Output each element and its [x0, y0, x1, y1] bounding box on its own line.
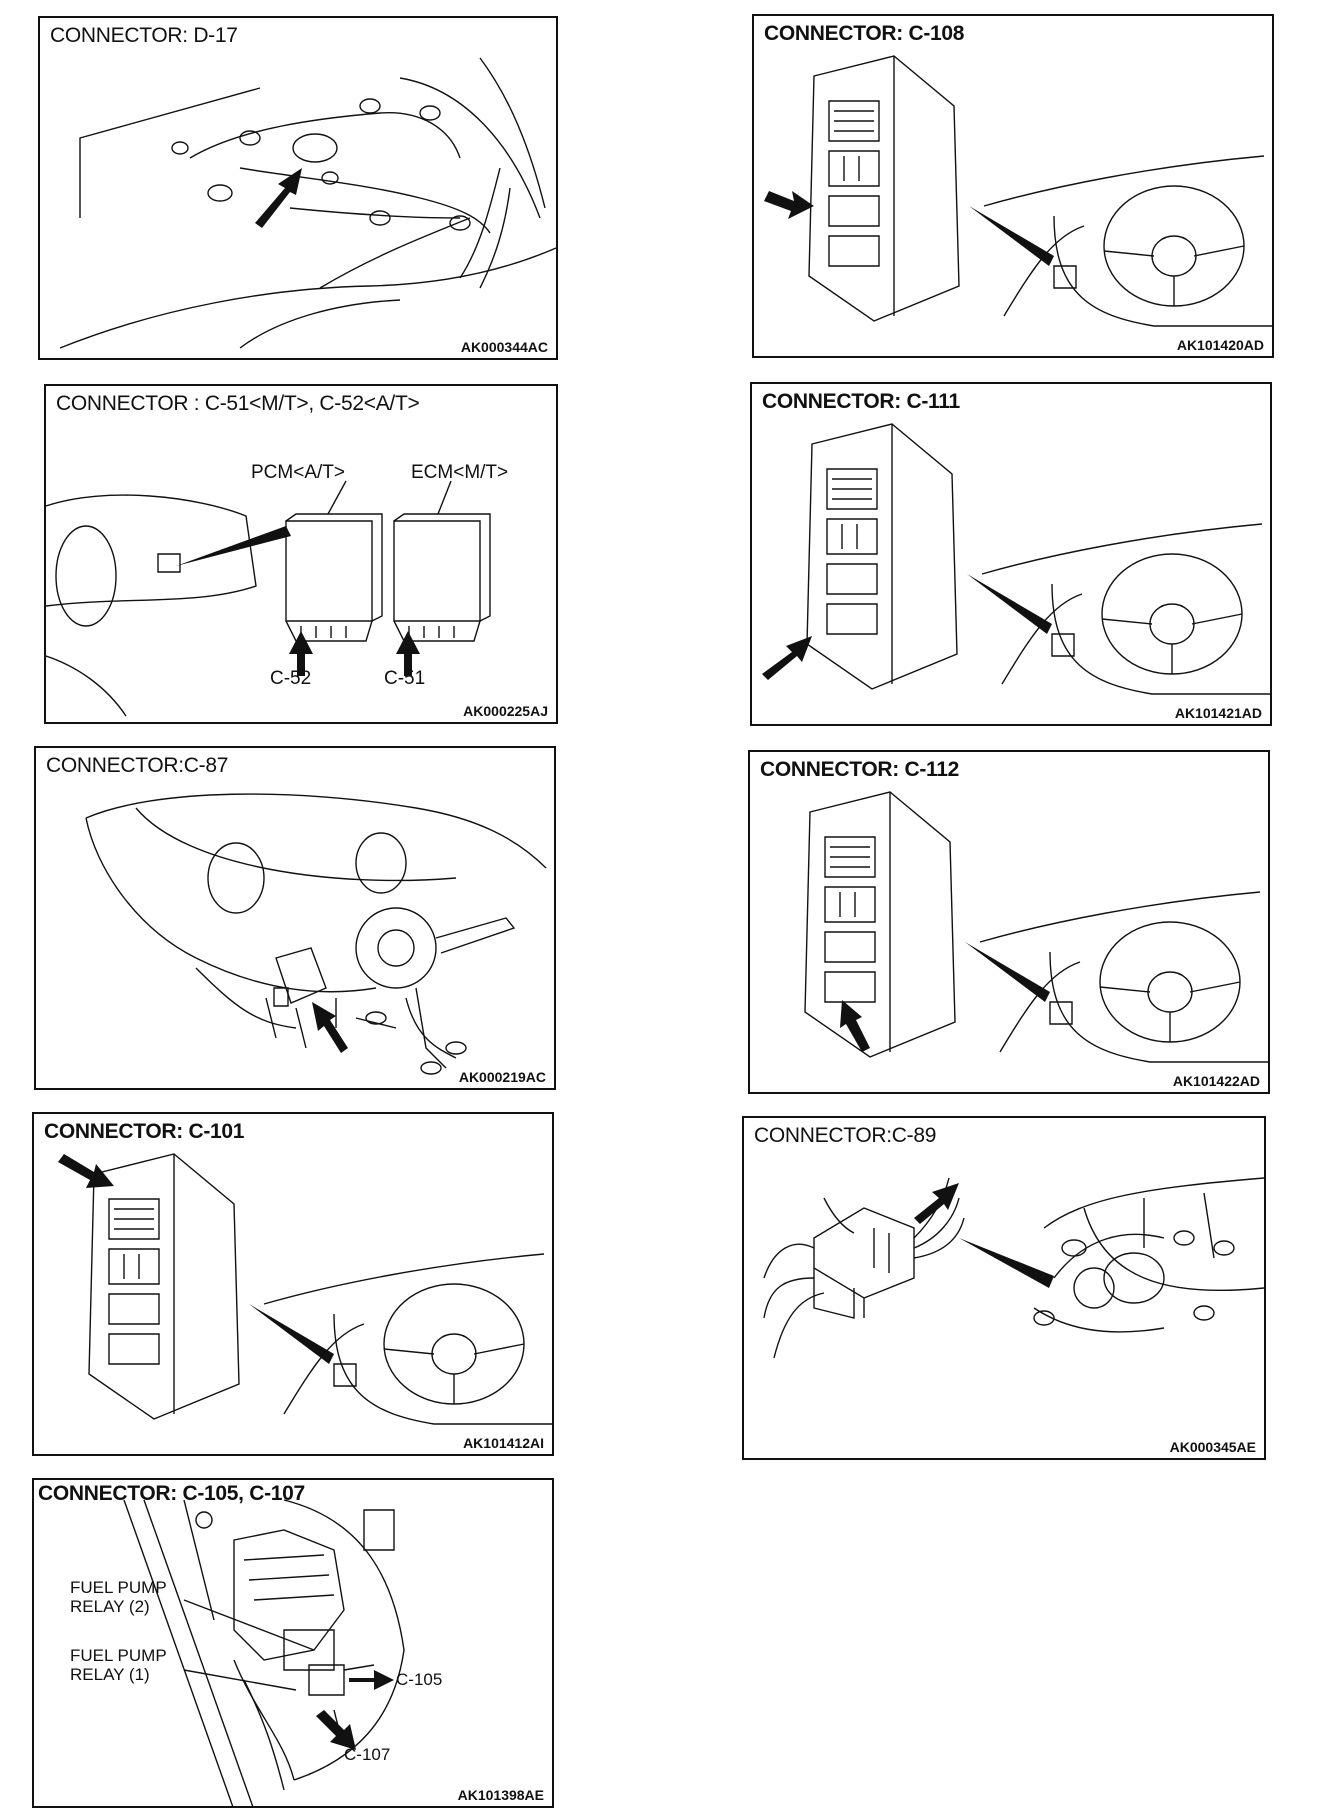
- panel-connector-c51-c52: CONNECTOR : C-51<M/T>, C-52<A/T> PCM<A/T…: [44, 384, 558, 724]
- figure-code: AK000225AJ: [463, 703, 548, 719]
- c111-junction-block-drawing: [762, 384, 1272, 726]
- label-fuel-pump-relay-2-line2: RELAY (2): [70, 1597, 150, 1616]
- c101-junction-block-drawing: [58, 1114, 554, 1456]
- panel-connector-c108: CONNECTOR: C-108 AK101420AD: [752, 14, 1274, 358]
- label-c105: C-105: [396, 1670, 443, 1689]
- c87-column-switch-drawing: [36, 748, 556, 1090]
- c108-junction-block-drawing: [764, 16, 1274, 358]
- panel-title: CONNECTOR: C-108: [764, 22, 965, 45]
- panel-title: CONNECTOR: C-101: [44, 1120, 245, 1143]
- figure-code: AK101421AD: [1174, 705, 1262, 721]
- c105-relay-box-drawing: [34, 1480, 554, 1808]
- label-c51: C-51: [384, 668, 426, 689]
- panel-connector-c112: CONNECTOR: C-112 AK101422AD: [748, 750, 1270, 1094]
- c51-ecm-pcm-drawing: [46, 386, 558, 724]
- panel-connector-c101: CONNECTOR: C-101 AK101412AI: [32, 1112, 554, 1456]
- label-ecm: ECM<M/T>: [411, 462, 509, 483]
- panel-title: CONNECTOR: C-112: [760, 758, 960, 781]
- figure-code: AK101398AE: [457, 1787, 544, 1803]
- label-c52: C-52: [270, 668, 312, 689]
- panel-title: CONNECTOR: C-111: [762, 390, 960, 413]
- panel-title: CONNECTOR:C-89: [754, 1124, 937, 1147]
- c89-connector-harness-drawing: [744, 1118, 1266, 1460]
- figure-code: AK000345AE: [1169, 1439, 1256, 1455]
- figure-code: AK000344AC: [460, 339, 548, 355]
- panel-title: CONNECTOR : C-51<M/T>, C-52<A/T>: [56, 392, 420, 415]
- label-fuel-pump-relay-1-line2: RELAY (1): [70, 1665, 150, 1684]
- figure-code: AK101420AD: [1176, 337, 1264, 353]
- panel-title: CONNECTOR: D-17: [50, 24, 238, 47]
- label-fuel-pump-relay-2-line1: FUEL PUMP: [70, 1578, 167, 1597]
- panel-connector-d17: CONNECTOR: D-17 AK000344AC: [38, 16, 558, 360]
- c112-junction-block-drawing: [750, 752, 1270, 1094]
- figure-code: AK101422AD: [1172, 1073, 1260, 1089]
- panel-connector-c87: CONNECTOR:C-87 AK000219AC: [34, 746, 556, 1090]
- label-pcm: PCM<A/T>: [251, 462, 345, 483]
- label-c107: C-107: [344, 1745, 391, 1764]
- d17-engine-harness-drawing: [40, 18, 558, 360]
- label-fuel-pump-relay-1-line1: FUEL PUMP: [70, 1646, 167, 1665]
- figure-code: AK000219AC: [458, 1069, 546, 1085]
- panel-title: CONNECTOR: C-105, C-107: [38, 1482, 305, 1505]
- panel-connector-c105-c107: CONNECTOR: C-105, C-107 FUEL PUMP RELAY …: [32, 1478, 554, 1808]
- figure-code: AK101412AI: [463, 1435, 544, 1451]
- panel-connector-c89: CONNECTOR:C-89 AK000345AE: [742, 1116, 1266, 1460]
- panel-connector-c111: CONNECTOR: C-111 AK101421AD: [750, 382, 1272, 726]
- panel-title: CONNECTOR:C-87: [46, 754, 229, 777]
